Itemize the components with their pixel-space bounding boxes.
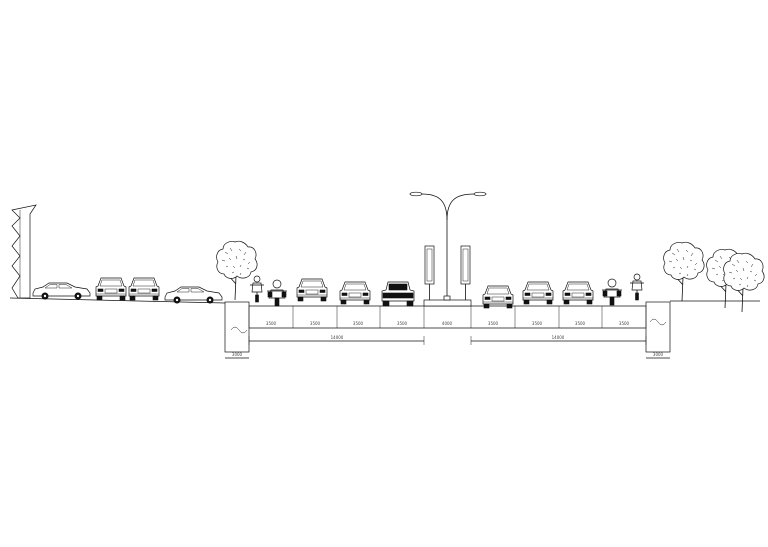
dim-left-walk: 3000	[232, 352, 243, 357]
tree-icon	[663, 241, 705, 302]
dim-lane-left-2: 3500	[310, 321, 321, 326]
cyclist-icon	[249, 275, 265, 303]
sign-board-icon	[424, 245, 435, 300]
dim-median: 4000	[442, 321, 453, 326]
cyclist-icon	[629, 273, 645, 301]
left-sidewalk-block	[224, 301, 250, 353]
dim-lane-right-4: 3500	[619, 321, 630, 326]
car-front-icon	[482, 285, 514, 309]
dim-lane-right-3: 3500	[575, 321, 586, 326]
building-icon	[11, 204, 37, 299]
motorcycle-icon	[266, 279, 288, 307]
truck-front-icon	[381, 281, 415, 307]
street-lamp-icon	[409, 191, 487, 301]
dim-carriageway-right: 14000	[552, 335, 565, 340]
car-front-icon	[95, 277, 127, 301]
sign-board-icon	[460, 245, 471, 300]
dim-lane-left-4: 3500	[397, 321, 408, 326]
tree-icon	[216, 240, 258, 301]
dim-lane-right-2: 3500	[532, 321, 543, 326]
car-front-icon	[296, 278, 328, 302]
car-side-icon	[32, 282, 91, 300]
dim-lane-right-1: 3500	[488, 321, 499, 326]
car-side-icon	[164, 286, 223, 304]
car-front-icon	[562, 281, 594, 305]
dim-right-walk: 3000	[653, 352, 664, 357]
dim-lane-left-1: 3500	[266, 321, 277, 326]
dim-carriageway-left: 14000	[331, 335, 344, 340]
car-front-icon	[128, 277, 160, 301]
motorcycle-icon	[601, 278, 623, 306]
car-front-icon	[339, 281, 371, 305]
median-strip	[409, 191, 487, 307]
car-front-icon	[522, 281, 554, 305]
road-deck	[224, 301, 671, 359]
dim-lane-left-3: 3500	[353, 321, 364, 326]
right-sidewalk-block	[645, 301, 671, 353]
tree-icon	[723, 252, 765, 313]
